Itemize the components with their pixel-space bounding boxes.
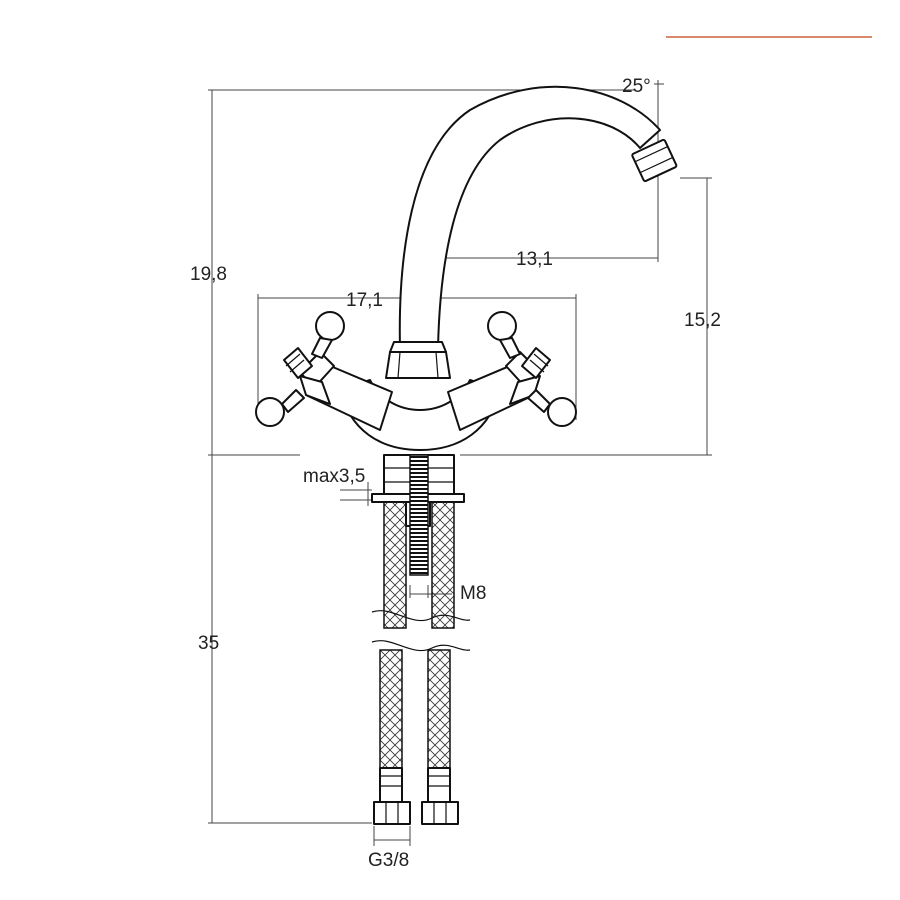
dimension-labels: 19,8 25° 13,1 17,1 15,2 max3,5 35 M8 G3/…: [190, 76, 721, 871]
left-valve: [255, 311, 393, 431]
label-stud-thread: M8: [460, 583, 486, 604]
label-total-height: 19,8: [190, 264, 227, 285]
label-handle-span: 17,1: [346, 290, 383, 311]
hose-nut-right: [421, 801, 459, 825]
collar-nut: [385, 351, 451, 379]
hose-nut-left: [373, 801, 411, 825]
right-valve: [447, 311, 577, 431]
label-spout-reach: 13,1: [516, 249, 553, 270]
label-max-thickness: max3,5: [303, 466, 365, 487]
label-hose-length: 35: [198, 633, 219, 654]
flexible-hoses: [371, 501, 471, 825]
threaded-stud: [409, 454, 429, 576]
label-hose-thread: G3/8: [368, 850, 409, 871]
faucet-body: [255, 85, 678, 576]
aerator: [631, 138, 678, 183]
label-spout-angle: 25°: [622, 76, 651, 97]
spout: [398, 85, 661, 349]
label-spout-height: 15,2: [684, 310, 721, 331]
